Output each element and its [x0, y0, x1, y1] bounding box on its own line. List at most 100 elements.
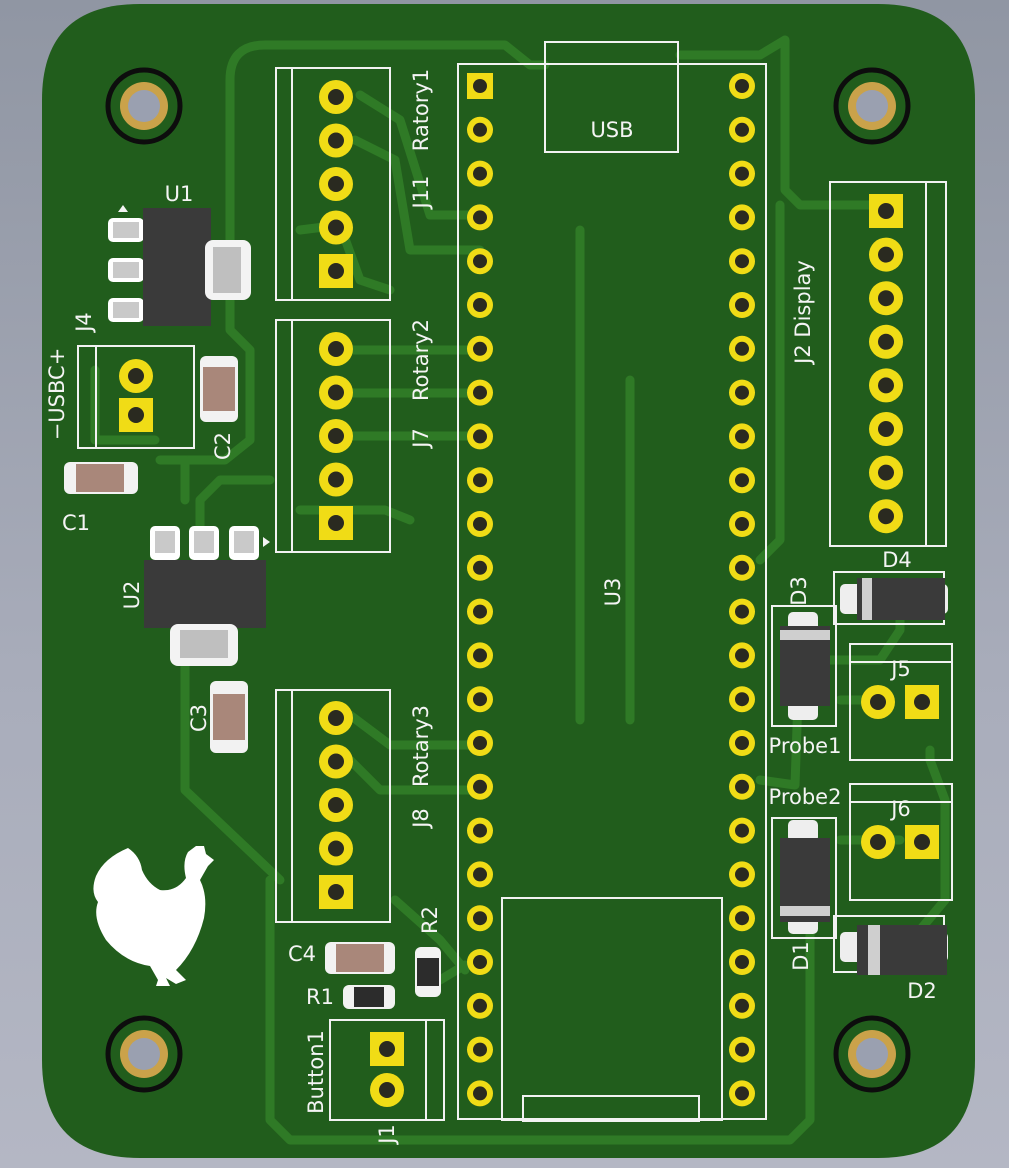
- display-pin-hole: [878, 203, 894, 219]
- u3-left-pin-hole: [473, 1042, 487, 1057]
- u3-left-pin-hole: [473, 79, 487, 93]
- u3-right-pins: [729, 73, 755, 1107]
- display-pin-hole: [878, 508, 894, 525]
- u3-right-pin-hole: [735, 429, 749, 444]
- u3-left-pins: [467, 73, 493, 1107]
- rotary-pin-hole: [328, 515, 344, 531]
- j7-label: J7: [409, 428, 433, 450]
- display-pin-hole: [878, 421, 894, 437]
- rotary2-connector: Rotary2 J7: [275, 319, 433, 553]
- u3-left-pin-hole: [473, 473, 487, 488]
- c2-capacitor: C2: [200, 356, 238, 460]
- rotary-pin-hole: [328, 797, 344, 813]
- u3-left-pin-hole: [473, 122, 487, 137]
- rotary-pin-hole: [328, 341, 344, 357]
- d2-label: D2: [907, 979, 937, 1003]
- u3-left-pin-hole: [473, 298, 487, 312]
- u3-left-pin-hole: [473, 210, 487, 225]
- u3-left-pin-hole: [473, 1086, 487, 1101]
- u3-right-pin-hole: [735, 692, 749, 707]
- u3-right-pin-hole: [735, 1086, 749, 1101]
- display-pin-hole: [878, 377, 894, 394]
- u3-label: U3: [601, 578, 625, 607]
- j4-label: J4: [72, 312, 96, 334]
- j6-connector: J6: [849, 783, 953, 901]
- d3-label: D3: [787, 576, 811, 606]
- u3-left-pin-hole: [473, 254, 487, 269]
- rotary-pin-hole: [328, 840, 344, 857]
- u3-left-pin-hole: [473, 867, 487, 882]
- u3-right-pin-hole: [735, 911, 749, 926]
- display-pin-hole: [878, 290, 894, 307]
- j2-display-connector: J2 Display: [791, 181, 947, 547]
- u3-right-pin-hole: [735, 998, 749, 1013]
- u3-right-pin-hole: [735, 823, 749, 838]
- d2-diode: D2: [833, 915, 948, 1003]
- button1-label: Button1: [304, 1030, 328, 1114]
- rotary3-connector: Rotary3 J8: [275, 689, 433, 923]
- rotary3-label: Rotary3: [409, 705, 433, 787]
- rotary-pin-hole: [328, 89, 344, 105]
- c3-label: C3: [187, 704, 211, 732]
- c3-capacitor: C3: [187, 681, 248, 753]
- rotary-pin-hole: [328, 219, 344, 236]
- u3-left-pin-hole: [473, 736, 487, 750]
- u3-left-pin-hole: [473, 166, 487, 181]
- rotary-pin-hole: [328, 263, 344, 279]
- u3-left-pin-hole: [473, 517, 487, 531]
- display-pin-hole: [878, 464, 894, 481]
- rotary1-label: Ratory1: [409, 69, 433, 152]
- probe1-label: Probe1: [769, 734, 842, 758]
- mounting-hole-icon: [833, 67, 911, 145]
- mounting-hole-icon: [105, 67, 183, 145]
- rotary1-connector: Ratory1 J11: [275, 67, 433, 301]
- button1-connector: Button1 J1: [304, 1019, 445, 1146]
- j1-label: J1: [375, 1124, 399, 1146]
- u3-right-pin-hole: [735, 867, 749, 882]
- usb-label: USB: [590, 118, 633, 142]
- u3-right-pin-hole: [735, 341, 749, 356]
- u3-right-pin-hole: [735, 604, 749, 619]
- mounting-hole-icon: [833, 1015, 911, 1093]
- j2-display-label: J2 Display: [791, 260, 815, 366]
- probe2-label: Probe2: [769, 785, 842, 809]
- rotary-pin-hole: [328, 753, 344, 770]
- u3-right-pin-hole: [735, 560, 749, 575]
- d1-diode: D1: [771, 817, 837, 971]
- u3-left-pin-hole: [473, 560, 487, 575]
- d1-label: D1: [789, 941, 813, 971]
- j6-label: J6: [889, 797, 911, 821]
- rotary-pin-hole: [328, 884, 344, 900]
- u3-left-pin-hole: [473, 823, 487, 838]
- u3-right-pin-hole: [735, 517, 749, 531]
- rotary-pin-hole: [328, 132, 344, 149]
- u3-left-pin-hole: [473, 692, 487, 707]
- u3-left-pin-hole: [473, 998, 487, 1013]
- r2-label: R2: [418, 906, 442, 934]
- c1-capacitor: C1: [62, 462, 138, 535]
- rotary-pin-hole: [328, 428, 344, 444]
- chicken-logo-icon: [93, 846, 214, 986]
- u3-right-pin-hole: [735, 254, 749, 269]
- u3-left-pin-hole: [473, 955, 487, 969]
- d4-diode: D4: [833, 548, 948, 625]
- u3-left-pin-hole: [473, 911, 487, 926]
- u1-label: U1: [165, 182, 194, 206]
- u3-right-pin-hole: [735, 166, 749, 181]
- usbc-label: −USBC+: [45, 348, 69, 441]
- u3-right-pin-hole: [735, 122, 749, 137]
- rotary-pin-hole: [328, 710, 344, 726]
- u3-left-pin-hole: [473, 341, 487, 356]
- c2-label: C2: [211, 432, 235, 460]
- u3-right-pin-hole: [735, 385, 749, 400]
- mounting-holes: [105, 67, 911, 1093]
- u3-right-pin-hole: [735, 736, 749, 750]
- j8-label: J8: [409, 808, 433, 830]
- display-pin-hole: [878, 333, 894, 350]
- rotary-pin-hole: [328, 471, 344, 488]
- u1-regulator: U1: [108, 182, 251, 326]
- u3-right-pin-hole: [735, 473, 749, 488]
- u3-left-pin-hole: [473, 385, 487, 400]
- u3-module: USB U3: [457, 41, 767, 1122]
